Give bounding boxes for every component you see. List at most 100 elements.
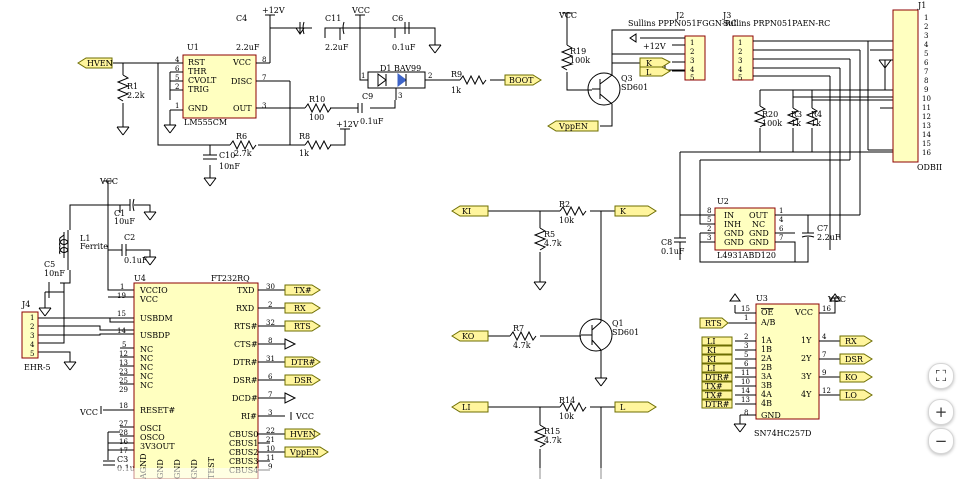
u3-num-5: 5: [744, 351, 748, 359]
u3-num-10: 10: [741, 378, 750, 386]
u3-num-6: 6: [744, 360, 749, 368]
u2-num-4: 4: [779, 216, 784, 224]
u4-num-18: 18: [119, 402, 128, 410]
u4-num-5: 5: [122, 341, 126, 349]
port-dsr-u3[interactable]: DSR: [839, 353, 873, 365]
d1-value: BAV99: [394, 64, 421, 73]
u1-num-1: 1: [175, 102, 179, 110]
port-txd[interactable]: TX#: [284, 284, 321, 296]
zoom-fit-button[interactable]: ⛶: [928, 363, 954, 389]
j1-pin-12: 12: [922, 113, 931, 121]
c8-value: 0.1uF: [661, 247, 685, 256]
gnd-c10: [203, 177, 217, 187]
j2-pin-5: 5: [690, 74, 694, 82]
port-rx-u3[interactable]: RX: [839, 335, 873, 347]
l1-ref: L1: [80, 234, 90, 243]
r1-value: 2.2k: [127, 91, 145, 100]
u3-in-ki-2: KI: [707, 355, 716, 364]
u3-num-12: 12: [822, 387, 831, 395]
r6-ref: R6: [236, 132, 247, 141]
port-dsr[interactable]: DSR: [284, 374, 321, 386]
port-ko-left-label: KO: [462, 332, 475, 341]
port-lo-u3[interactable]: LO: [839, 389, 873, 401]
port-boot[interactable]: BOOT: [504, 74, 542, 86]
u3-pin-oe: OE: [761, 308, 774, 317]
port-li[interactable]: LI: [451, 401, 489, 413]
u4-pin-dsr: DSR#: [233, 376, 258, 385]
u4-value: FT232RQ: [211, 274, 250, 283]
u1-num-6: 6: [175, 65, 180, 73]
vcc-label-u3: VCC: [827, 295, 846, 304]
j1-pin-8: 8: [924, 77, 928, 85]
port-ki[interactable]: KI: [451, 205, 489, 217]
port-vppen-u4[interactable]: VppEN: [284, 446, 329, 458]
u3-pin-3y: 3Y: [801, 372, 812, 381]
j2-value: Sullins PPPN051FGGN-RC: [628, 19, 737, 28]
port-l[interactable]: L: [614, 401, 657, 413]
j1-pin-16: 16: [922, 149, 931, 157]
r3-value: 1k: [791, 119, 801, 128]
u3-pin-3b: 3B: [761, 381, 772, 390]
port-lo-u3-label: LO: [845, 391, 857, 400]
u4-pin-cbus2: CBUS2: [229, 448, 258, 457]
c8-plates: [674, 237, 686, 243]
u4-num-17: 17: [119, 447, 128, 455]
j3-pin-4: 4: [738, 66, 743, 74]
port-dtr[interactable]: DTR#: [284, 356, 321, 368]
port-k[interactable]: K: [614, 205, 657, 217]
j2-ref: J2: [675, 11, 684, 20]
u1-value: LM555CM: [184, 118, 227, 127]
j3-pin-1: 1: [738, 39, 742, 47]
r9-body: [459, 74, 487, 86]
port-l-j2[interactable]: L: [639, 66, 672, 77]
port-hven[interactable]: HVEN: [77, 57, 113, 69]
u3-pin-1y: 1Y: [801, 336, 812, 345]
port-vppen-top[interactable]: VppEN: [547, 120, 599, 132]
u4-pin-dcd: DCD#: [232, 394, 258, 403]
port-vppen-top-label: VppEN: [558, 122, 588, 131]
c7-value: 2.2uF: [817, 233, 841, 242]
port-rts[interactable]: RTS: [284, 320, 321, 332]
j1-pin-13: 13: [922, 122, 931, 130]
u4-pin-osci: OSCI: [140, 424, 161, 433]
u2-num-2: 2: [707, 225, 711, 233]
u1-pin-rst: RST: [188, 58, 206, 67]
zoom-in-button[interactable]: +: [928, 399, 954, 425]
c1-value: 10uF: [114, 217, 135, 226]
j4-pin-5: 5: [30, 350, 34, 358]
port-boot-label: BOOT: [509, 76, 534, 85]
j4-pin-1: 1: [30, 314, 34, 322]
port-ko-left[interactable]: KO: [451, 330, 489, 342]
u3-mux: U3 SN74HC257D OE A/B 1A 1B 2A 2B 3A 3B 4…: [741, 294, 831, 438]
c11-ref: C11: [325, 14, 341, 23]
u3-value: SN74HC257D: [754, 429, 811, 438]
port-k-j2[interactable]: K: [639, 57, 672, 68]
j3-pin-5: 5: [738, 74, 742, 82]
r10-body: [304, 102, 332, 114]
u3-ref: U3: [756, 294, 768, 303]
u4-right-wiring: [258, 289, 297, 471]
j3-value: Sullins PRPN051PAEN-RC: [723, 19, 830, 28]
j4-pin-3: 3: [30, 332, 34, 340]
bottom-fade: [0, 468, 960, 479]
port-ko-u3[interactable]: KO: [839, 371, 873, 383]
u2-cap-labels: C8 0.1uF C7 2.2uF: [661, 224, 841, 256]
port-hven-u4[interactable]: HVEN: [284, 428, 321, 440]
j3-pin-2: 2: [738, 48, 742, 56]
u4-pin-test: TEST: [207, 456, 216, 479]
u3-out-ports: RX DSR KO LO: [839, 335, 873, 401]
u1-power: +12V VCC +12V: [116, 6, 442, 187]
port-rxd[interactable]: RX: [284, 302, 321, 314]
port-rts-u3[interactable]: RTS: [699, 317, 729, 329]
c2-plates: [108, 244, 151, 257]
u4-num-27: 27: [119, 420, 128, 428]
u3-num-1: 1: [744, 314, 748, 322]
u4-pin-cbus1: CBUS1: [229, 439, 258, 448]
c10-ref: C10: [219, 151, 235, 160]
u4-num-2: 2: [268, 301, 272, 309]
u2-num-8: 8: [707, 207, 711, 215]
j2-pin-4: 4: [690, 66, 695, 74]
u4-pin-usbdm: USBDM: [140, 314, 173, 323]
port-dsr-u3-label: DSR: [845, 355, 864, 364]
zoom-out-button[interactable]: −: [928, 428, 954, 454]
